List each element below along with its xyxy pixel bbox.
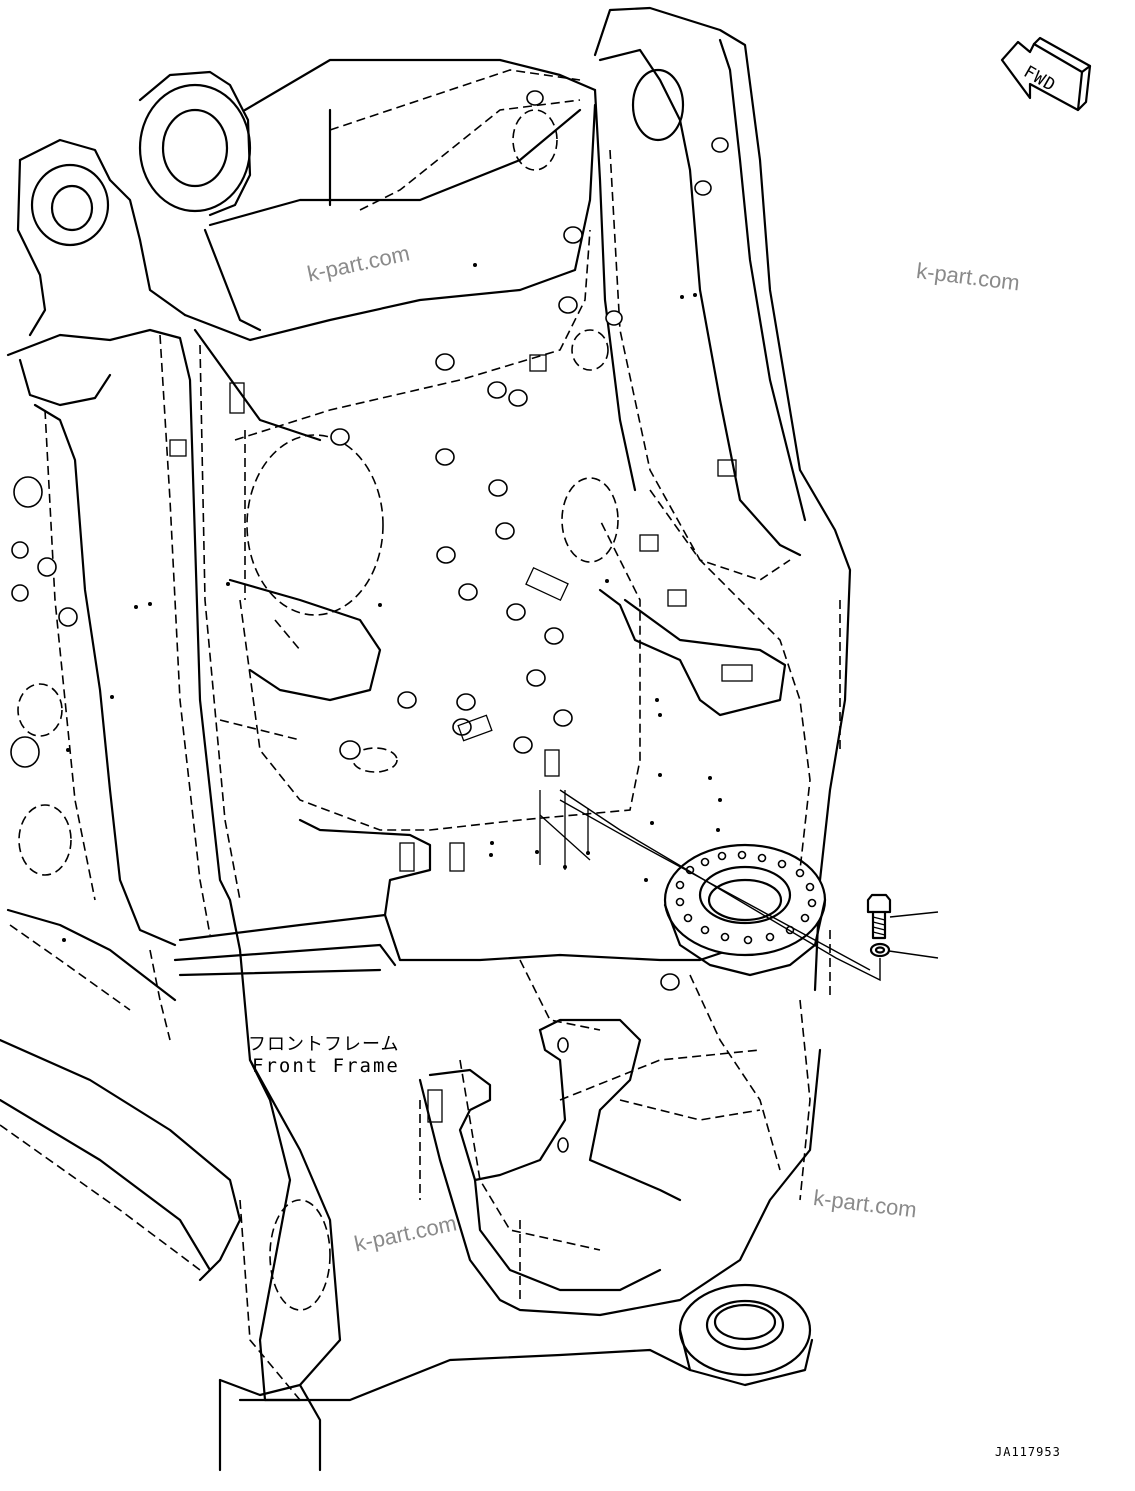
washer-part [869, 942, 891, 958]
drawing-number: JA117953 [995, 1445, 1061, 1459]
small-dots [62, 263, 722, 942]
bolt-part [866, 893, 892, 940]
part-name-jp: フロントフレーム [248, 1034, 400, 1055]
hidden-lines [0, 69, 841, 1401]
bolt-washer-callout [539, 789, 939, 982]
bosses [10, 90, 817, 1153]
fwd-arrow-icon [1000, 36, 1092, 112]
part-name-en: Front Frame [252, 1055, 400, 1077]
frame-outline [0, 6, 852, 1472]
